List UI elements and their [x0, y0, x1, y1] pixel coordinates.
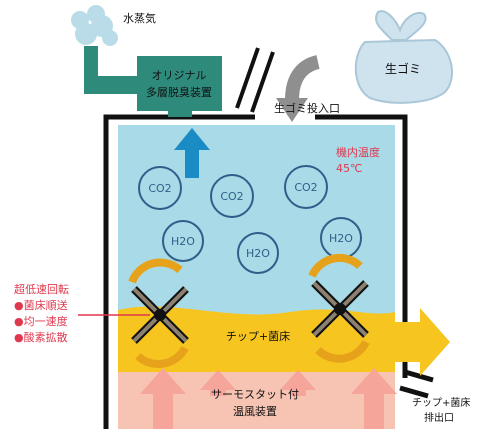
h2o-text: H2O [171, 235, 195, 248]
chamber-outline [103, 114, 408, 429]
deodorizer-label-line2: 多層脱臭装置 [146, 85, 212, 99]
h2o-bubble [237, 232, 279, 274]
garbage-bag-label: 生ゴミ [385, 61, 421, 76]
steam-cloud [71, 5, 118, 46]
outlet-pipe [399, 369, 434, 399]
h2o-text: H2O [246, 247, 270, 260]
rotation-note-item: ●均一速度 [14, 314, 68, 328]
garbage-bag-icon [354, 10, 453, 104]
exhaust-arrow [174, 128, 210, 178]
h2o-text: H2O [329, 232, 353, 245]
inlet-chute [235, 47, 275, 113]
co2-bubble [284, 165, 328, 209]
deodorizer-unit [137, 56, 222, 111]
steam-pipe [84, 46, 137, 94]
inlet-label: 生ゴミ投入口 [274, 101, 340, 115]
rotation-note-item: ●菌床順送 [14, 298, 68, 312]
co2-bubble [138, 166, 182, 210]
outlet-label-line1: チップ+菌床 [412, 396, 470, 409]
bed-outlet-arrow [395, 308, 450, 376]
heater-label-line1: サーモスタット付 [211, 388, 299, 401]
rotor-left [128, 258, 189, 369]
co2-text: CO2 [148, 182, 171, 195]
bed-label: チップ+菌床 [226, 329, 290, 343]
h2o-bubble [162, 220, 204, 262]
outlet-label-line2: 排出口 [424, 411, 454, 424]
heat-arrows [140, 368, 397, 429]
deodorizer-label-line1: オリジナル [152, 69, 207, 82]
deodorizer-duct [168, 111, 192, 117]
heater-label-line2: 温風装置 [233, 405, 277, 418]
temperature-value: 45℃ [336, 162, 362, 175]
co2-bubbles [138, 165, 328, 218]
rotation-note-item: ●酸素拡散 [14, 330, 68, 344]
co2-text: CO2 [294, 181, 317, 194]
rotation-notes-title: 超低速回転 [14, 282, 69, 296]
co2-bubble [210, 174, 254, 218]
rotor-right [308, 253, 370, 363]
steam-label: 水蒸気 [123, 11, 156, 25]
temperature-label: 機内温度 [336, 145, 380, 159]
co2-text: CO2 [220, 190, 243, 203]
inlet-arrow [276, 55, 321, 122]
